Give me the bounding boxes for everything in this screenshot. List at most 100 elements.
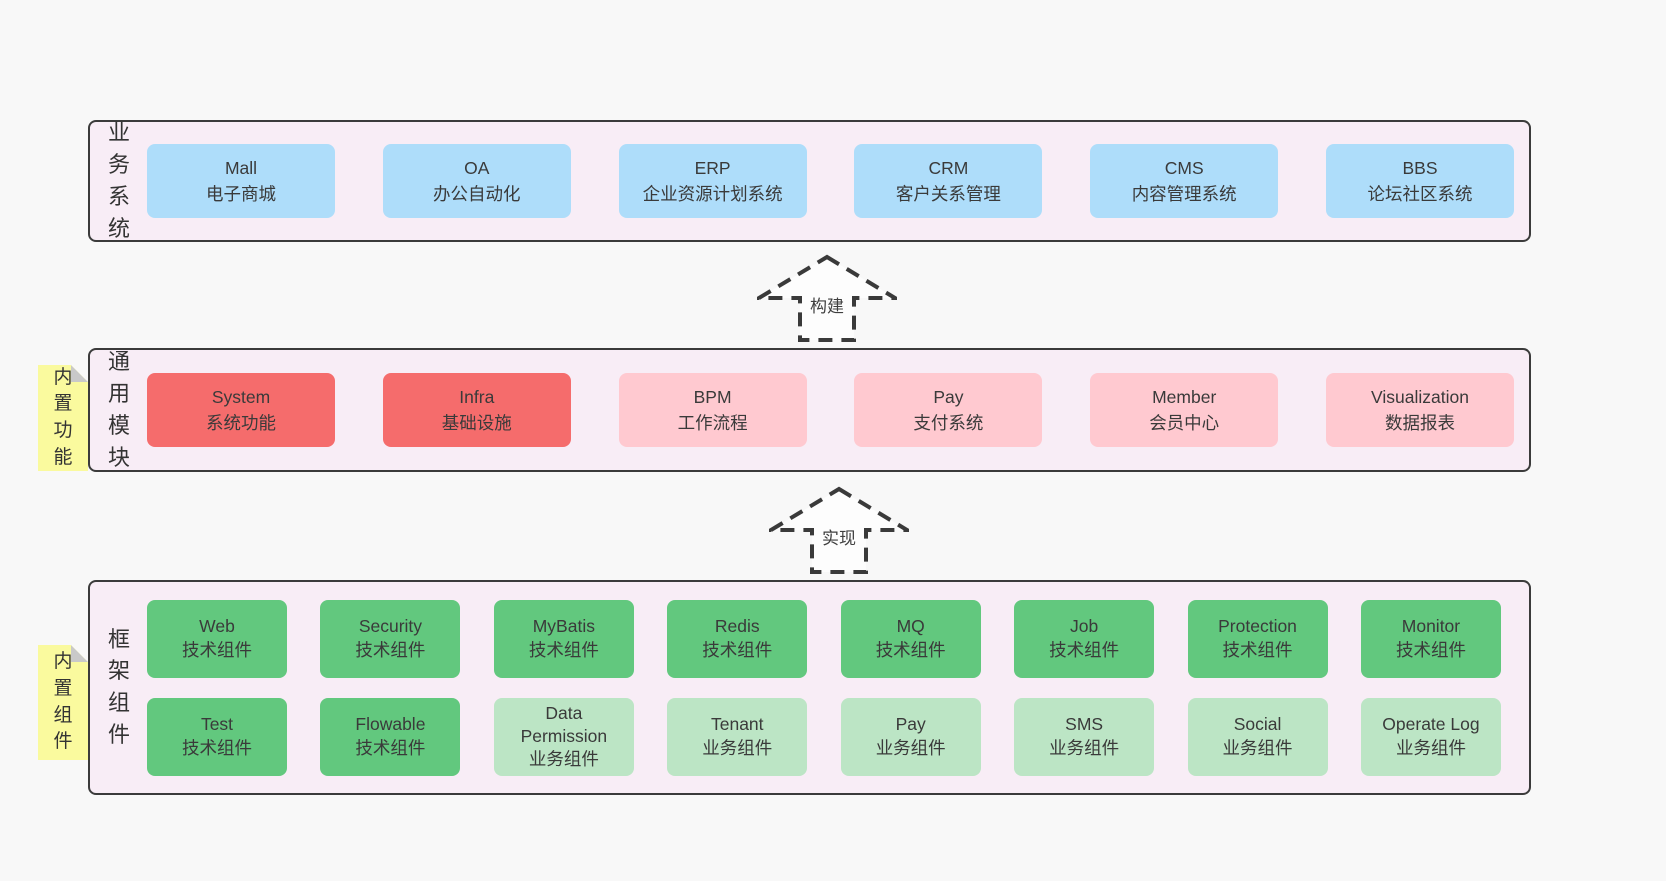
node-subtitle: 论坛社区系统 xyxy=(1367,184,1473,204)
node-title: MQ xyxy=(896,616,925,637)
node-subtitle: 工作流程 xyxy=(677,413,748,433)
node-system: System 系统功能 xyxy=(147,373,335,447)
node-subtitle: 基础设施 xyxy=(441,413,512,433)
node-pay: Pay 支付系统 xyxy=(854,373,1043,447)
node-pay-business: Pay 业务组件 xyxy=(840,697,981,776)
node-title: Tenant xyxy=(710,714,764,735)
node-title: BPM xyxy=(693,386,732,407)
node-title: Pay xyxy=(933,386,964,407)
node-visualization: Visualization 数据报表 xyxy=(1325,373,1514,447)
node-crm: CRM 客户关系管理 xyxy=(854,144,1043,218)
node-subtitle: 会员中心 xyxy=(1149,413,1220,433)
business-systems-row: Mall 电子商城 OA 办公自动化 ERP 企业资源计划系统 CRM 客户关系… xyxy=(147,122,1514,240)
node-subtitle: 支付系统 xyxy=(913,413,984,433)
node-title: CMS xyxy=(1164,157,1204,178)
node-subtitle: 技术组件 xyxy=(528,639,599,660)
node-mall: Mall 电子商城 xyxy=(147,144,335,218)
layer-label-framework-components: 框架组件 xyxy=(107,626,130,748)
folded-corner-icon xyxy=(71,365,88,382)
node-title: Protection xyxy=(1218,616,1297,637)
node-subtitle: 技术组件 xyxy=(182,639,252,660)
node-title: Flowable xyxy=(355,714,426,735)
sticky-note-text: 内置功能 xyxy=(53,366,73,468)
node-social: Social 业务组件 xyxy=(1187,697,1328,776)
node-redis: Redis 技术组件 xyxy=(667,599,808,678)
node-job: Job 技术组件 xyxy=(1014,599,1155,678)
node-subtitle: 客户关系管理 xyxy=(895,184,1001,204)
node-title: Pay xyxy=(895,714,926,735)
node-subtitle: 技术组件 xyxy=(355,737,426,758)
arrow-build: 构建 xyxy=(757,254,897,346)
node-subtitle: 业务组件 xyxy=(875,737,946,758)
node-title: Operate Log xyxy=(1382,714,1480,735)
node-title: Security xyxy=(358,616,423,637)
node-title: ERP xyxy=(694,157,731,178)
node-protection: Protection 技术组件 xyxy=(1187,599,1328,678)
sticky-note-builtin-features: 内置功能 xyxy=(38,365,88,471)
node-cms: CMS 内容管理系统 xyxy=(1090,144,1279,218)
node-bbs: BBS 论坛社区系统 xyxy=(1325,144,1514,218)
node-title: Infra xyxy=(459,386,495,407)
node-title: Social xyxy=(1233,714,1282,735)
node-web: Web 技术组件 xyxy=(147,599,287,678)
arrow-implement-label-text: 实现 xyxy=(819,529,859,548)
framework-row-1: Web 技术组件 Security 技术组件 MyBatis 技术组件 Redi… xyxy=(147,599,1501,678)
arrow-implement-label: 实现 xyxy=(769,524,909,549)
node-title: OA xyxy=(464,157,490,178)
node-title: Visualization xyxy=(1371,386,1469,407)
node-member: Member 会员中心 xyxy=(1090,373,1279,447)
node-mq: MQ 技术组件 xyxy=(840,599,981,678)
layer-label-common-modules: 通用模块 xyxy=(107,349,130,470)
node-subtitle: 技术组件 xyxy=(355,639,426,660)
node-subtitle: 技术组件 xyxy=(875,639,946,660)
layer-label-business-systems: 业务系统 xyxy=(107,120,130,241)
node-title: CRM xyxy=(928,157,969,178)
node-subtitle: 技术组件 xyxy=(1049,639,1120,660)
node-subtitle: 技术组件 xyxy=(702,639,773,660)
node-title: Monitor xyxy=(1401,616,1461,637)
node-subtitle: 办公自动化 xyxy=(433,184,521,204)
sticky-note-text: 内置组件 xyxy=(53,651,73,753)
node-erp: ERP 企业资源计划系统 xyxy=(618,144,807,218)
node-subtitle: 业务组件 xyxy=(528,749,599,770)
node-subtitle: 企业资源计划系统 xyxy=(642,184,783,204)
node-subtitle: 技术组件 xyxy=(182,737,252,758)
node-operate-log: Operate Log 业务组件 xyxy=(1360,697,1501,776)
framework-components-grid: Web 技术组件 Security 技术组件 MyBatis 技术组件 Redi… xyxy=(147,582,1501,793)
node-subtitle: 技术组件 xyxy=(1395,639,1466,660)
node-title: Data Permission xyxy=(520,702,608,746)
node-sms: SMS 业务组件 xyxy=(1014,697,1155,776)
node-subtitle: 技术组件 xyxy=(1222,639,1293,660)
node-subtitle: 业务组件 xyxy=(1222,737,1293,758)
node-monitor: Monitor 技术组件 xyxy=(1360,599,1501,678)
common-modules-row: System 系统功能 Infra 基础设施 BPM 工作流程 Pay 支付系统… xyxy=(147,350,1514,470)
node-bpm: BPM 工作流程 xyxy=(618,373,807,447)
node-oa: OA 办公自动化 xyxy=(382,144,571,218)
node-test: Test 技术组件 xyxy=(147,697,287,776)
arrow-implement: 实现 xyxy=(769,486,909,578)
node-tenant: Tenant 业务组件 xyxy=(667,697,808,776)
node-subtitle: 数据报表 xyxy=(1384,413,1455,433)
node-subtitle: 业务组件 xyxy=(702,737,773,758)
node-data-permission: Data Permission 业务组件 xyxy=(493,697,634,776)
sticky-note-builtin-components: 内置组件 xyxy=(38,645,88,760)
folded-corner-icon xyxy=(71,645,88,662)
arrow-build-label-text: 构建 xyxy=(807,297,847,316)
node-subtitle: 系统功能 xyxy=(206,413,276,433)
node-subtitle: 内容管理系统 xyxy=(1131,184,1237,204)
node-title: SMS xyxy=(1065,714,1104,735)
layer-common-modules: 通用模块 System 系统功能 Infra 基础设施 BPM 工作流程 Pay… xyxy=(88,348,1531,472)
node-subtitle: 电子商城 xyxy=(206,184,276,204)
node-title: BBS xyxy=(1402,157,1438,178)
node-mybatis: MyBatis 技术组件 xyxy=(493,599,634,678)
node-flowable: Flowable 技术组件 xyxy=(320,697,461,776)
node-title: Member xyxy=(1152,386,1217,407)
node-title: Test xyxy=(200,714,234,735)
node-title: MyBatis xyxy=(532,616,595,637)
node-infra: Infra 基础设施 xyxy=(382,373,571,447)
layer-business-systems: 业务系统 Mall 电子商城 OA 办公自动化 ERP 企业资源计划系统 CRM… xyxy=(88,120,1531,242)
framework-row-2: Test 技术组件 Flowable 技术组件 Data Permission … xyxy=(147,697,1501,776)
node-title: Web xyxy=(199,616,235,637)
layer-framework-components: 框架组件 Web 技术组件 Security 技术组件 MyBatis 技术组件… xyxy=(88,580,1531,795)
arrow-build-label: 构建 xyxy=(757,292,897,317)
